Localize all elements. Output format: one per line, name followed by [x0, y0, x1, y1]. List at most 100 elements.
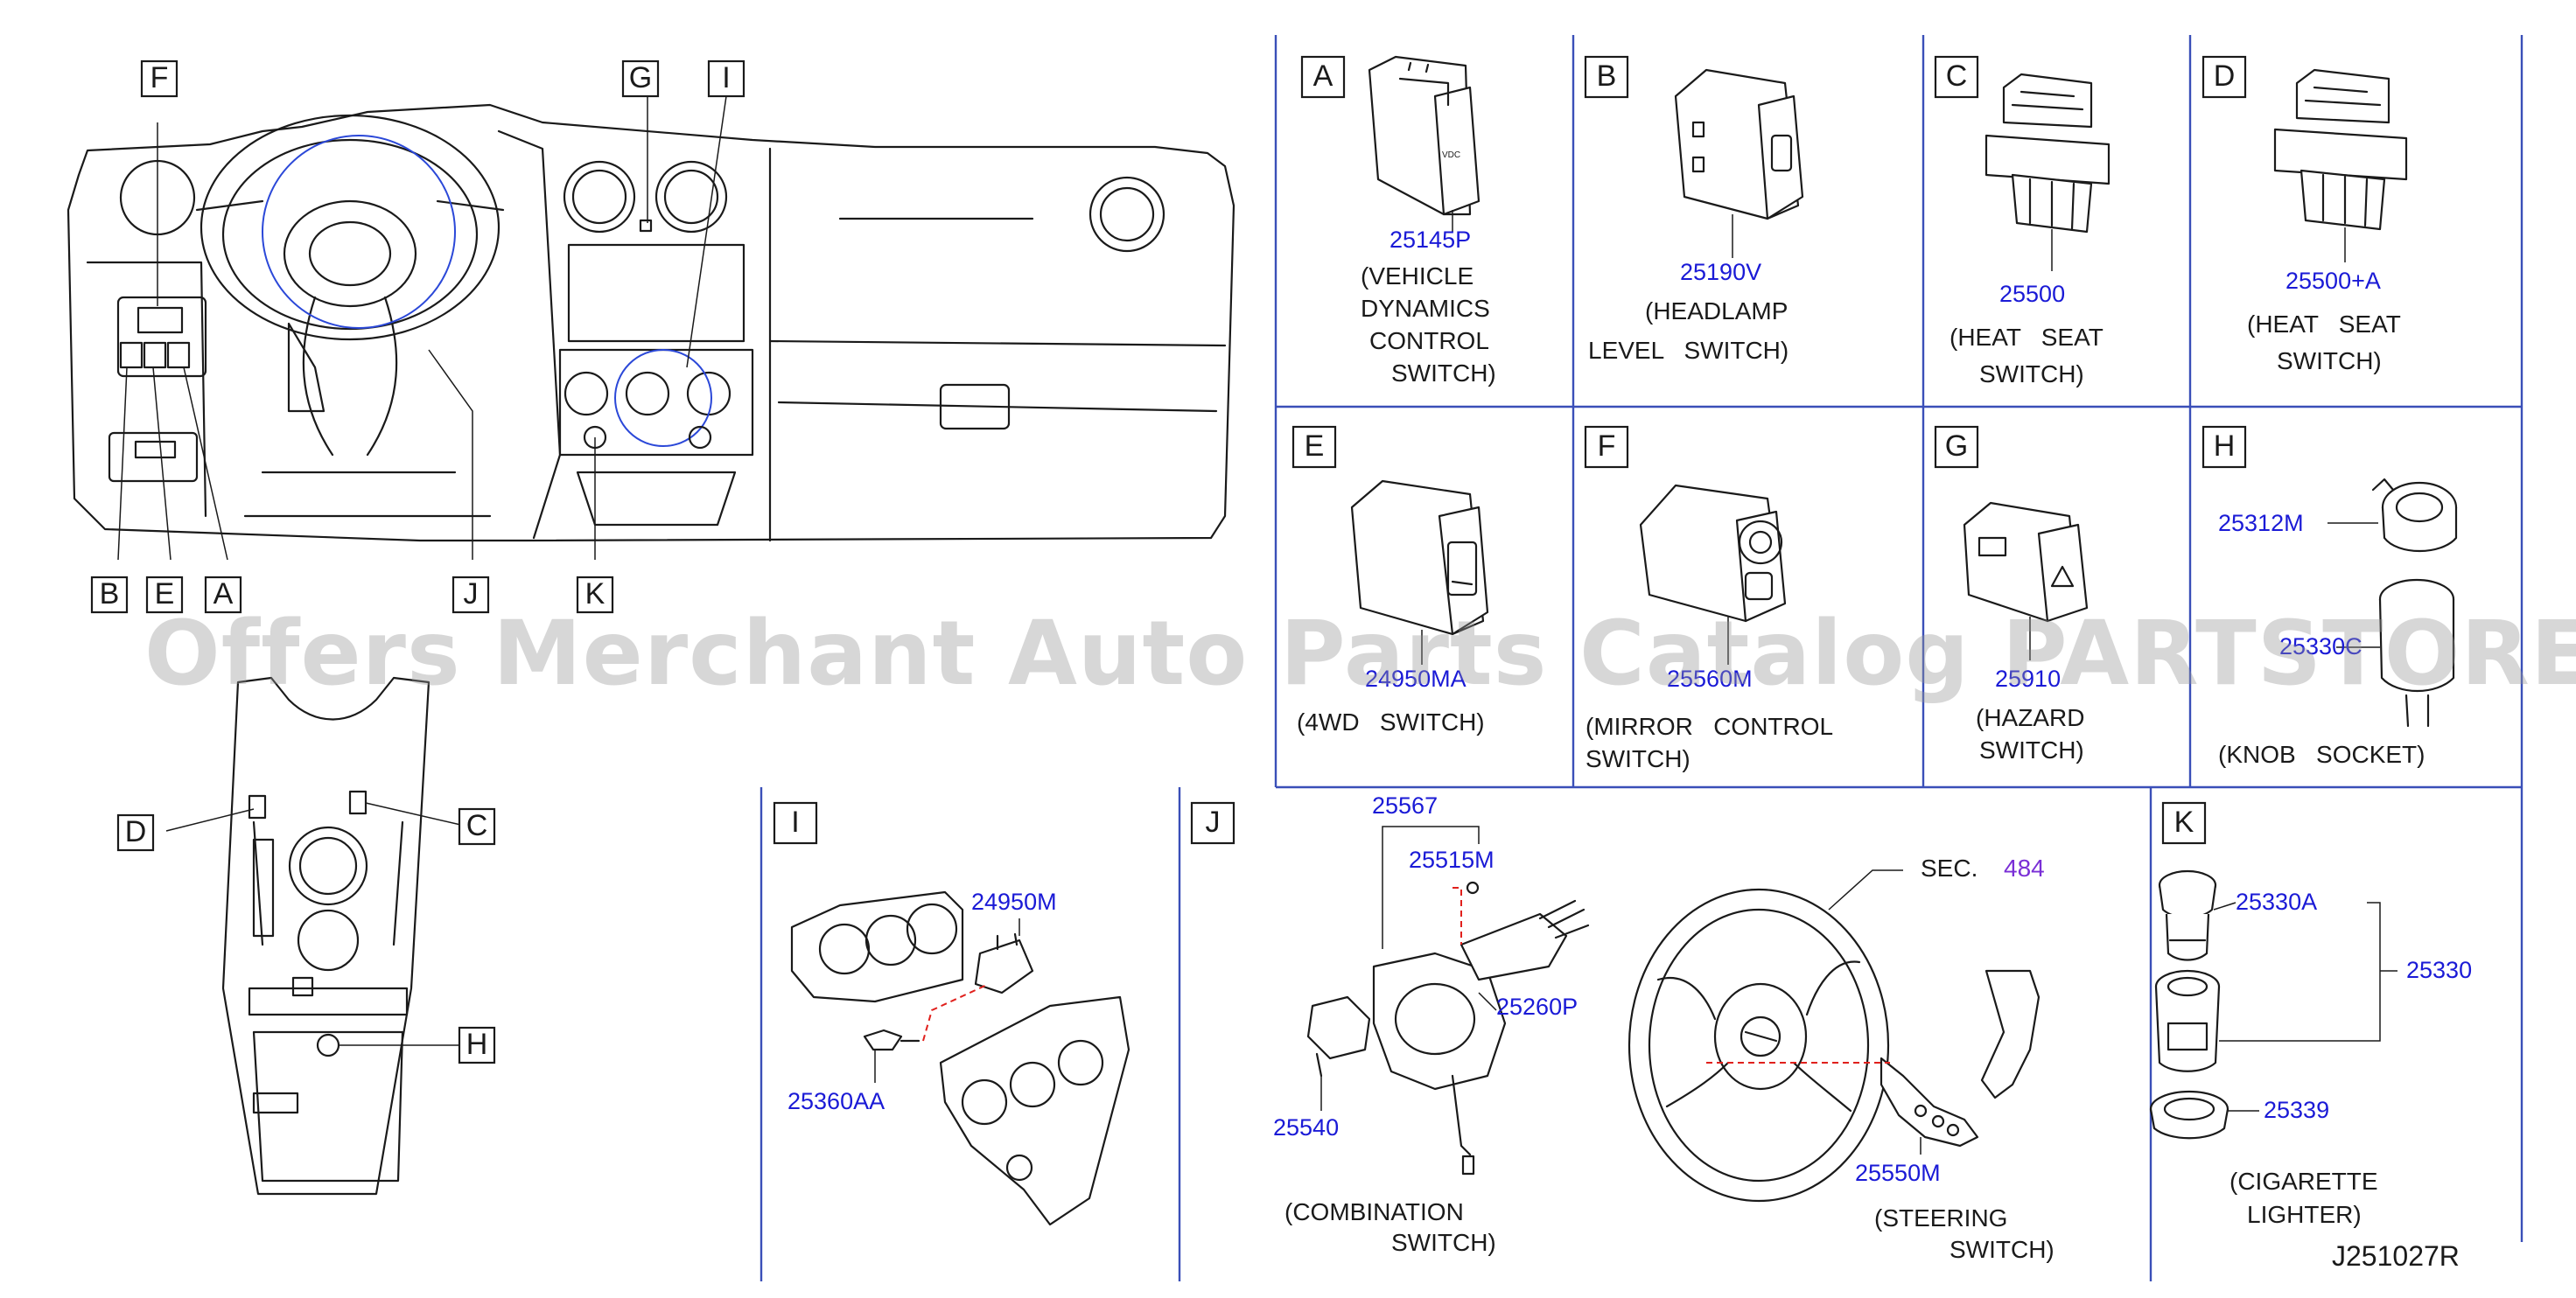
panel-d: D 25500+A (HEAT SEAT SWITCH) [2202, 55, 2408, 374]
steering-switch-drawing [1880, 969, 2040, 1148]
callout-e[interactable]: E [145, 576, 184, 614]
panel-j-part-25550m: 25550M [1855, 1160, 1941, 1186]
panel-j-part-25515m: 25515M [1409, 847, 1494, 873]
panel-d-desc-1: (HEAT SEAT [2247, 311, 2401, 338]
panel-c-desc-2: SWITCH) [1979, 360, 2084, 387]
panel-c: C 25500 (HEAT SEAT SWITCH) [1934, 55, 2110, 387]
vdc-switch-drawing: VDC [1368, 55, 1480, 216]
dashboard-overview [66, 95, 1236, 561]
panel-i-part-1: 24950M [971, 889, 1057, 915]
callout-d-label: D [125, 815, 147, 848]
panel-f-desc-2: SWITCH) [1586, 745, 1690, 772]
panel-j: J 25567 25515M 25260P 25540 (COMBINATION… [1190, 792, 2054, 1263]
panel-i: I 24950M 25360AA [773, 801, 1130, 1226]
panel-e-part: 24950MA [1365, 666, 1466, 692]
panel-k-part-25330a: 25330A [2236, 889, 2317, 915]
steering-wheel-drawing [1628, 888, 1890, 1203]
cigarette-lighter-drawing [2149, 869, 2230, 1140]
panel-c-part: 25500 [1999, 281, 2065, 307]
panel-j-part-25567: 25567 [1372, 792, 1438, 819]
callout-g-label: G [629, 61, 652, 94]
panel-j-desc-combination-1: (COMBINATION [1284, 1198, 1464, 1225]
heat-seat-switch-d-drawing [2273, 68, 2408, 231]
panel-b: B 25190V (HEADLAMP LEVEL SWITCH) [1584, 55, 1804, 364]
panel-i-part-2: 25360AA [788, 1088, 885, 1114]
callout-h-label: H [466, 1028, 488, 1061]
panel-k: K 25330A 25330 25339 (CIGARETTE LIGHTER) [2149, 801, 2472, 1228]
panel-j-sec-number: 484 [2004, 855, 2045, 882]
4wd-switch-drawing [1350, 479, 1489, 636]
callout-g[interactable]: G [621, 59, 660, 98]
panel-k-part-25330: 25330 [2406, 957, 2472, 983]
panel-a: A VDC 25145P (VEHICLE DYNAMICS CONTROL S… [1300, 55, 1496, 387]
panel-g-letter: G [1945, 429, 1968, 463]
callout-f-label: F [150, 61, 169, 94]
panel-h-part-1: 25312M [2218, 510, 2304, 536]
callout-b-label: B [100, 577, 120, 611]
panel-f: F 25560M (MIRROR CONTROL SWITCH) [1584, 425, 1833, 772]
panel-j-letter: J [1206, 806, 1221, 839]
panel-b-letter: B [1597, 59, 1617, 93]
heat-seat-switch-c-drawing [1984, 73, 2110, 234]
panel-f-desc-1: (MIRROR CONTROL [1586, 713, 1833, 740]
panel-b-part: 25190V [1680, 259, 1761, 285]
callout-a-label: A [214, 577, 234, 611]
panel-h: H 25312M 25330C (KNOB SOCKET) [2202, 425, 2458, 768]
panel-e: E 24950MA (4WD SWITCH) [1292, 425, 1489, 736]
headlamp-level-switch-drawing [1674, 68, 1804, 220]
panel-h-letter: H [2214, 429, 2236, 463]
mirror-control-switch-drawing [1639, 484, 1787, 623]
panel-b-desc-1: (HEADLAMP [1645, 297, 1788, 324]
diagram-id: J251027R [2332, 1240, 2460, 1272]
panel-a-letter: A [1313, 59, 1334, 93]
panel-k-part-25339: 25339 [2264, 1097, 2329, 1123]
knob-socket-drawing [2371, 478, 2458, 728]
panel-j-desc-combination-2: SWITCH) [1391, 1229, 1496, 1256]
panel-h-part-2: 25330C [2279, 633, 2362, 659]
panel-b-desc-2: LEVEL SWITCH) [1588, 337, 1788, 364]
panel-g-desc-1: (HAZARD [1976, 704, 2084, 731]
callout-c[interactable]: C [458, 807, 496, 846]
panel-j-part-25540: 25540 [1273, 1114, 1339, 1141]
panel-f-letter: F [1598, 429, 1616, 463]
panel-h-desc-1: (KNOB SOCKET) [2218, 741, 2425, 768]
panel-a-part: 25145P [1390, 227, 1471, 253]
panel-j-desc-steering-2: SWITCH) [1950, 1236, 2054, 1263]
panel-g-part: 25910 [1995, 666, 2061, 692]
panel-a-desc-1: (VEHICLE [1361, 262, 1474, 290]
panel-j-part-25260p: 25260P [1496, 994, 1578, 1020]
panel-a-letter-box [1300, 55, 1346, 99]
callout-i[interactable]: I [707, 59, 746, 98]
callout-f[interactable]: F [140, 59, 178, 98]
vdc-off-marking-icon: VDC [1442, 150, 1460, 160]
console-overview [165, 676, 469, 1196]
combination-switch-drawing [1306, 899, 1590, 1176]
callout-i-label: I [722, 61, 730, 94]
callout-d[interactable]: D [116, 813, 155, 852]
panel-frames [760, 35, 2524, 1281]
hazard-switch-drawing [1963, 501, 2089, 623]
panel-d-part: 25500+A [2286, 268, 2381, 294]
panel-d-letter: D [2214, 59, 2236, 93]
panel-c-letter: C [1946, 59, 1968, 93]
callout-j[interactable]: J [452, 576, 490, 614]
callout-j-label: J [464, 577, 479, 611]
panel-a-desc-3: CONTROL [1369, 327, 1489, 354]
callout-c-label: C [466, 809, 488, 842]
panel-g-desc-2: SWITCH) [1979, 736, 2084, 764]
callout-b[interactable]: B [90, 576, 129, 614]
callout-h[interactable]: H [458, 1026, 496, 1064]
panel-e-letter: E [1305, 429, 1325, 463]
callout-a[interactable]: A [204, 576, 242, 614]
panel-g: G 25910 (HAZARD SWITCH) [1934, 425, 2089, 764]
panel-c-desc-1: (HEAT SEAT [1950, 324, 2104, 351]
callout-k[interactable]: K [576, 576, 614, 614]
panel-k-desc-1: (CIGARETTE [2230, 1168, 2378, 1195]
control-knob-assembly-drawing [790, 890, 1130, 1226]
panel-a-desc-2: DYNAMICS [1361, 295, 1490, 322]
panel-j-desc-steering-1: (STEERING [1874, 1204, 2007, 1232]
panel-e-desc-1: (4WD SWITCH) [1297, 708, 1485, 736]
panel-f-part: 25560M [1667, 666, 1753, 692]
panel-i-letter: I [791, 806, 799, 839]
